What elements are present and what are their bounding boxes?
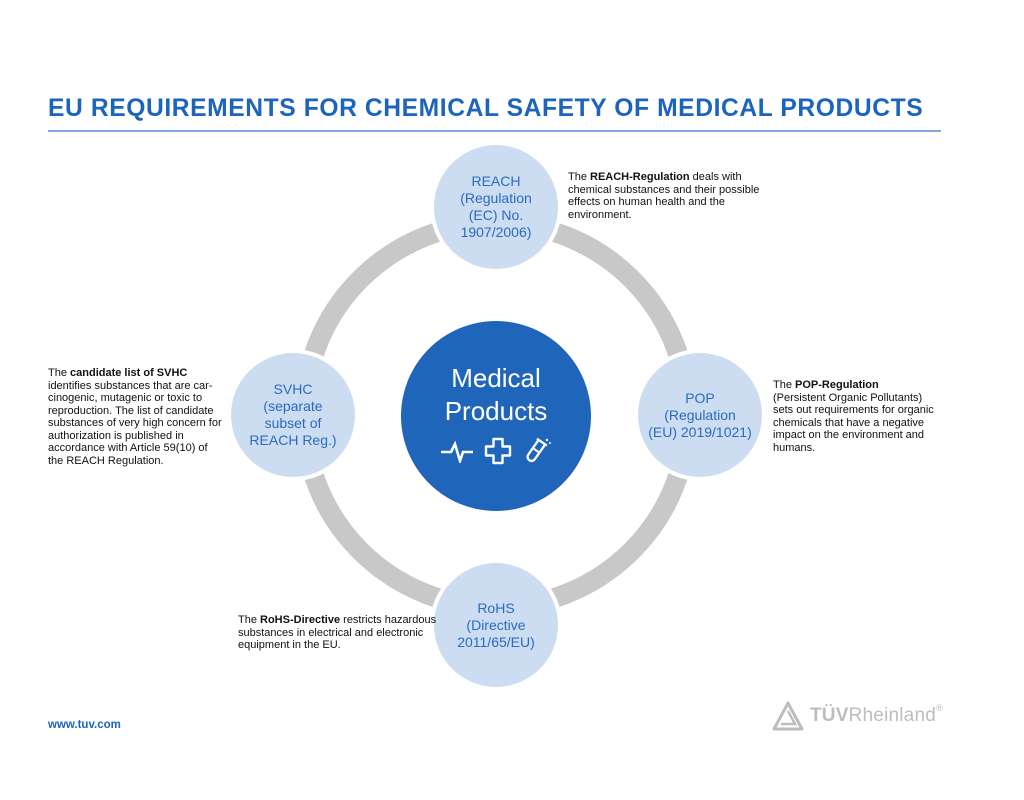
rohs-node-line: RoHS — [477, 599, 515, 616]
reach-node: REACH (Regulation (EC) No. 1907/2006) — [434, 145, 558, 269]
center-node: Medical Products — [401, 321, 591, 511]
pop-node-line: (EU) 2019/1021) — [648, 423, 752, 440]
pop-description: The POP-Regulation(Persistent Organic Po… — [773, 379, 943, 454]
center-icons — [440, 436, 552, 466]
desc-bold-term: REACH-Regulation — [590, 171, 690, 183]
desc-body: deals with chemical substances and their… — [568, 171, 760, 221]
center-title-line1: Medical — [451, 363, 541, 393]
tuv-rheinland-logo: TÜVRheinland® — [772, 701, 943, 731]
pop-node-circle — [638, 353, 762, 477]
desc-bold-term: RoHS-Directive — [260, 614, 341, 626]
svhc-node-line: subset of — [264, 415, 322, 431]
desc-prefix: The — [773, 379, 796, 391]
desc-prefix: The — [48, 367, 71, 379]
heartbeat-icon — [441, 440, 473, 463]
desc-bold-term: POP-Regulation — [795, 379, 879, 391]
pop-node-line: POP — [685, 389, 715, 406]
reach-node-line: (Regulation — [460, 190, 532, 206]
reach-node-circle — [434, 145, 558, 269]
tuv-triangle-icon — [772, 701, 804, 731]
center-title-line2: Products — [444, 396, 548, 426]
registered-mark: ® — [935, 703, 943, 713]
reach-node-line: REACH — [471, 173, 521, 189]
logo-rest: Rheinland — [848, 705, 936, 726]
svhc-node: SVHC (separate subset of REACH Reg.) — [231, 353, 355, 477]
desc-body: identifies substances that are car-cinog… — [48, 379, 222, 467]
desc-prefix: The — [568, 171, 591, 183]
reach-node-line: 1907/2006) — [460, 224, 532, 240]
test-tube-icon — [526, 437, 551, 463]
reach-description: The REACH-Regulation deals with chemical… — [568, 171, 788, 221]
center-circle — [401, 321, 591, 511]
desc-body: (Persistent Organic Pollutants) sets out… — [773, 391, 934, 454]
svhc-node-line: REACH Reg.) — [249, 432, 337, 448]
page-title: EU REQUIREMENTS FOR CHEMICAL SAFETY OF M… — [48, 94, 924, 122]
rohs-node-line: 2011/65/EU) — [457, 633, 535, 650]
pop-node-line: (Regulation — [664, 406, 736, 423]
rohs-node-circle — [434, 563, 558, 687]
rohs-node: RoHS (Directive 2011/65/EU) — [434, 563, 558, 687]
svhc-node-line: (separate — [263, 398, 323, 414]
svhc-node-circle — [231, 353, 355, 477]
website-link[interactable]: www.tuv.com — [48, 719, 121, 731]
reach-node-line: (EC) No. — [468, 207, 524, 223]
rohs-node-line: (Directive — [466, 616, 526, 633]
desc-prefix: The — [238, 614, 261, 626]
medical-cross-icon — [484, 437, 512, 465]
logo-bold: TÜV — [810, 705, 849, 726]
svhc-node-line: SVHC — [273, 381, 313, 397]
rohs-description: The RoHS-Directive restricts hazardous s… — [238, 614, 438, 652]
desc-bold-term: candidate list of SVHC — [70, 367, 188, 379]
title-divider — [48, 130, 941, 132]
logo-wordmark: TÜVRheinland® — [810, 703, 943, 727]
pop-node: POP (Regulation (EU) 2019/1021) — [638, 353, 762, 477]
desc-body: restricts hazardous substances in electr… — [238, 614, 437, 651]
